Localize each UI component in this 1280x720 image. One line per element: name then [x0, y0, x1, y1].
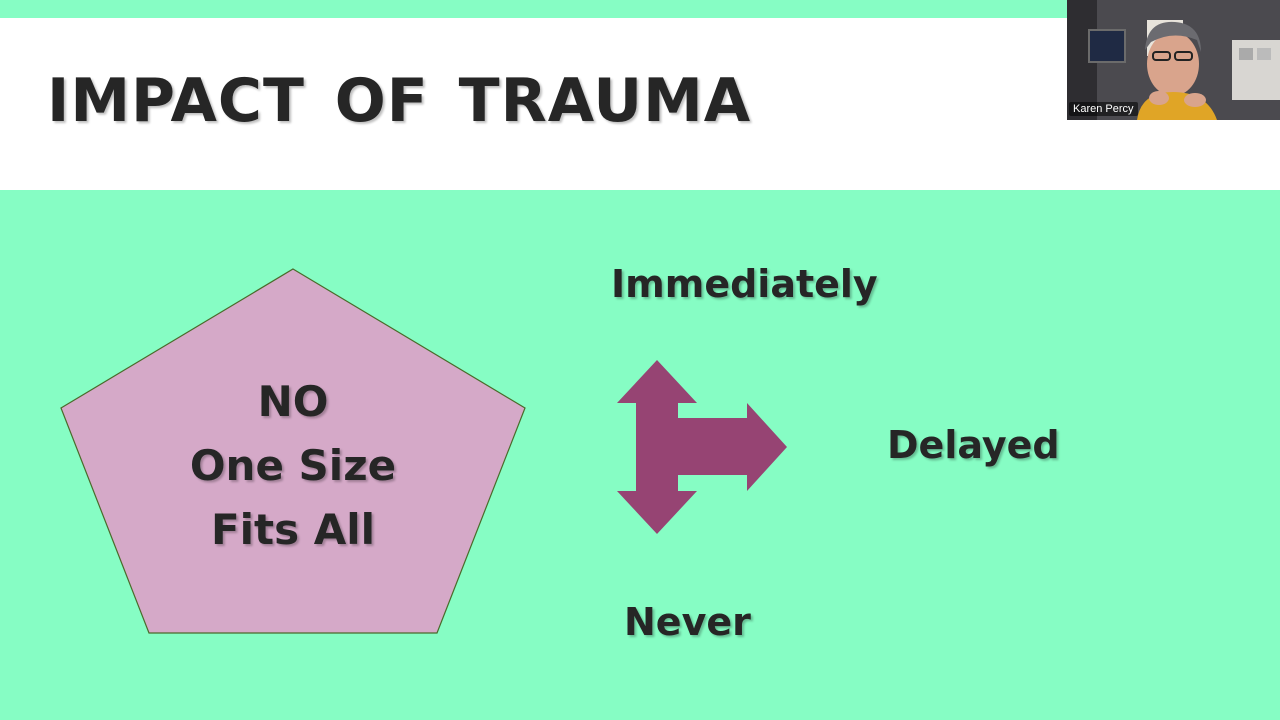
option-delayed: Delayed [887, 423, 1060, 467]
participant-video-tile[interactable]: Karen Percy [1067, 0, 1280, 120]
pentagon-text: NO One Size Fits All [58, 370, 528, 562]
slide-title: IMPACT OF TRAUMA [47, 66, 752, 136]
option-immediately: Immediately [611, 262, 878, 306]
participant-video-icon [1067, 0, 1280, 120]
pentagon-line-fits-all: Fits All [210, 505, 376, 554]
pentagon-line-one-size: One Size [189, 441, 397, 490]
pentagon-line-no: NO [257, 377, 329, 426]
pentagon-shape [60, 268, 526, 634]
participant-name-label: Karen Percy [1069, 102, 1138, 116]
title-band [0, 18, 1280, 190]
three-way-arrow-icon [617, 360, 787, 534]
option-never: Never [624, 600, 751, 644]
